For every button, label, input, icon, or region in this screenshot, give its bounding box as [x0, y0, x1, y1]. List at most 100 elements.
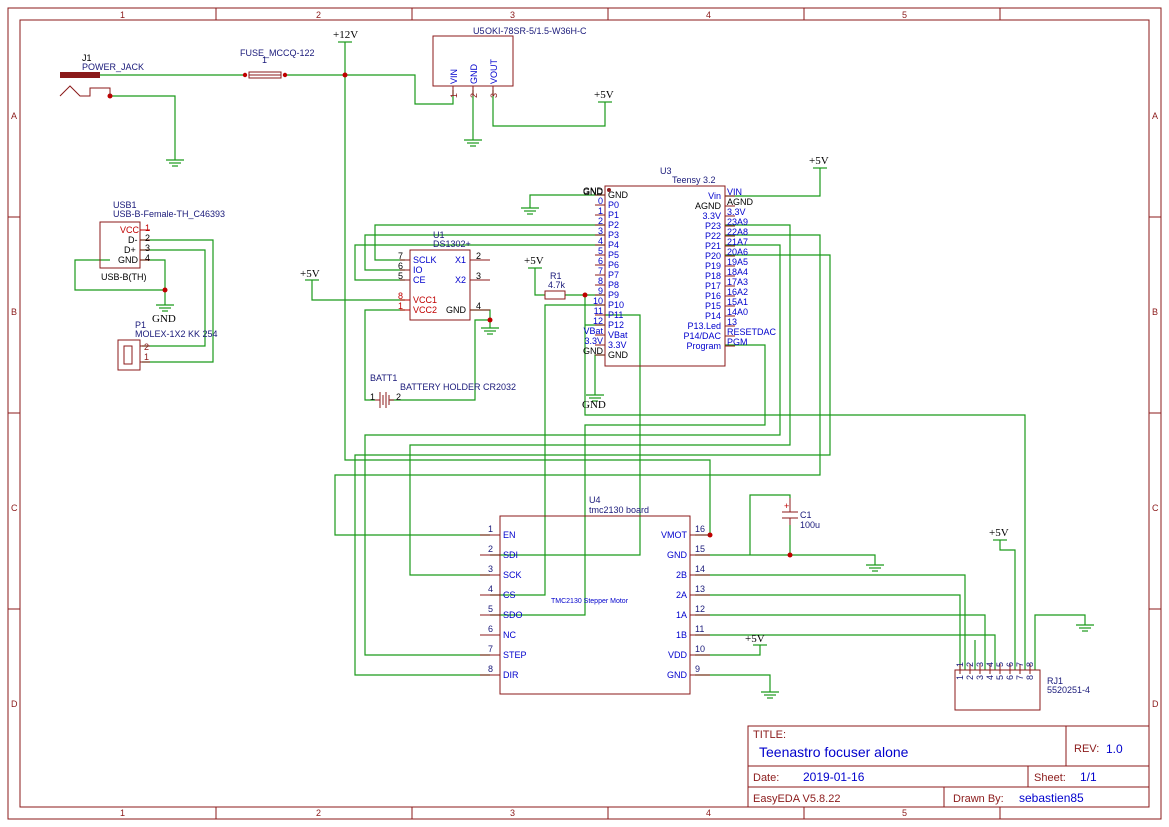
- teensy-pin-label: P13.Led: [687, 321, 721, 331]
- teensy-pin-label: 3.3V: [608, 340, 627, 350]
- teensy-pin-number: 12: [593, 316, 603, 326]
- u4-pin-label: SDO: [503, 610, 523, 620]
- teensy-pin-label: P0: [608, 200, 619, 210]
- usb-connector-usb1[interactable]: USB1 USB-B-Female-TH_C46393 VCC D- D+ GN…: [99, 200, 225, 282]
- stepper-driver-u4[interactable]: U4 tmc2130 board TMC2130 Stepper Motor E…: [480, 495, 710, 695]
- u1-pin-vcc1: VCC1: [413, 295, 437, 305]
- teensy-pin-number: 8: [598, 276, 603, 286]
- teensy-pin-label: P9: [608, 290, 619, 300]
- ground-icon: [586, 394, 604, 402]
- teensy-pin-number: 21A7: [727, 237, 748, 247]
- teensy-pin-number: 3.3V: [584, 336, 603, 346]
- rj1-pin-number: 5: [995, 662, 1005, 667]
- ground-icon: [1076, 624, 1094, 632]
- ground-icon: [521, 207, 539, 215]
- rj1-pin-number: 3: [975, 662, 985, 667]
- teensy-pin-number: 6: [598, 256, 603, 266]
- teensy-u3[interactable]: U3 Teensy 3.2 GNDGNDP00P11P22P33P44P55P6…: [583, 166, 777, 367]
- u4-pin-number: 9: [695, 664, 700, 674]
- usb1-pin-num: 4: [145, 253, 150, 263]
- date-value: 2019-01-16: [803, 770, 865, 784]
- teensy-pin-label: P10: [608, 300, 624, 310]
- sheet-value: 1/1: [1080, 770, 1097, 784]
- teensy-pin-number: GND: [583, 346, 604, 356]
- fuse-name: FUSE_MCCQ-122: [240, 48, 315, 58]
- u1-name: DS1302+: [433, 239, 471, 249]
- u5-pin-gnd: GND: [469, 64, 479, 85]
- u5-ref: U5: [473, 26, 485, 36]
- u4-pin-number: 5: [488, 604, 493, 614]
- capacitor-c1[interactable]: + C1 100u: [782, 498, 820, 530]
- row-label-right: C: [1152, 503, 1159, 513]
- u1-pin-sclk: SCLK: [413, 255, 437, 265]
- u1-pin-num: 4: [476, 301, 481, 311]
- u1-pin-num: 6: [398, 261, 403, 271]
- ground-icon: [761, 691, 779, 699]
- rj1-pin-number: 7: [1015, 675, 1025, 680]
- u1-ref: U1: [433, 230, 445, 240]
- u4-pin-label: NC: [503, 630, 516, 640]
- usb1-pin-dp: D+: [124, 245, 136, 255]
- teensy-pin-number: VBat: [583, 326, 603, 336]
- ground-icon: [464, 139, 482, 147]
- usb1-pin-num: 2: [145, 233, 150, 243]
- teensy-pin-label: VBat: [608, 330, 628, 340]
- rj1-pin-number: 8: [1025, 662, 1035, 667]
- teensy-pin-label: P19: [705, 261, 721, 271]
- col-label-bottom: 5: [902, 808, 907, 818]
- teensy-pin-label: P22: [705, 231, 721, 241]
- teensy-pin-label: P18: [705, 271, 721, 281]
- rj1-pin-number: 2: [965, 662, 975, 667]
- gnd-label: GND: [582, 399, 606, 411]
- u4-pin-group: EN1SDI2SCK3CS4SDO5NC6STEP7DIR8VMOT16GND1…: [480, 524, 710, 680]
- teensy-pin-label: P4: [608, 240, 619, 250]
- rev-label: REV:: [1074, 743, 1099, 755]
- u4-pin-label: DIR: [503, 670, 519, 680]
- rtc-chip-u1[interactable]: U1 DS1302+ SCLK IO CE VCC1 VCC2 7 6 5 8 …: [398, 230, 490, 321]
- u4-pin-number: 6: [488, 624, 493, 634]
- teensy-pin-number: 19A5: [727, 257, 748, 267]
- teensy-pin-number: 4: [598, 236, 603, 246]
- teensy-pin-number: AGND: [727, 197, 754, 207]
- rj1-pin-number: 3: [975, 675, 985, 680]
- resistor-r1[interactable]: R1 4.7k: [544, 271, 566, 300]
- fuse[interactable]: FUSE_MCCQ-122 1: [240, 48, 315, 79]
- teensy-pin-label: 3.3V: [702, 211, 721, 221]
- r1-ref: R1: [550, 271, 562, 281]
- teensy-pin-number: 3.3V: [727, 207, 746, 217]
- rj1-pin-number: 1: [955, 675, 965, 680]
- u4-pin-number: 4: [488, 584, 493, 594]
- teensy-pin-number: 20A6: [727, 247, 748, 257]
- battery-batt1[interactable]: BATT1 BATTERY HOLDER CR2032 1 2: [370, 373, 516, 408]
- teensy-pin-label: P23: [705, 221, 721, 231]
- u1-pin-num: 5: [398, 271, 403, 281]
- connector-p1[interactable]: P1 MOLEX-1X2 KK 254 2 1: [117, 320, 218, 371]
- teensy-pin-number: 23A9: [727, 217, 748, 227]
- date-label: Date:: [753, 772, 779, 784]
- u1-pin-x2: X2: [455, 275, 466, 285]
- teensy-pin-number: GND: [583, 186, 604, 196]
- teensy-pin-number: 11: [594, 306, 603, 316]
- regulator-u5[interactable]: U5 OKI-78SR-5/1.5-W36H-C VIN GND VOUT 1 …: [432, 26, 587, 98]
- c1-value: 100u: [800, 520, 820, 530]
- power-jack-j1[interactable]: J1 POWER_JACK: [59, 53, 144, 97]
- u1-pin-gnd: GND: [446, 305, 467, 315]
- u4-pin-number: 8: [488, 664, 493, 674]
- sheet-label: Sheet:: [1034, 772, 1066, 784]
- u1-pin-num: 7: [398, 251, 403, 261]
- u3-name: Teensy 3.2: [672, 175, 716, 185]
- rj1-pin-number: 4: [985, 675, 995, 680]
- rj1-ref: RJ1: [1047, 676, 1063, 686]
- fuse-pin: 1: [262, 55, 267, 65]
- teensy-pin-label: P12: [608, 320, 624, 330]
- u4-pin-label: GND: [667, 670, 688, 680]
- teensy-pin-label: P21: [705, 241, 721, 251]
- ground-icon: [481, 327, 499, 335]
- teensy-pin-label: P20: [705, 251, 721, 261]
- teensy-pin-number: 9: [598, 286, 603, 296]
- u5-pin-vin: VIN: [449, 69, 459, 84]
- batt1-name: BATTERY HOLDER CR2032: [400, 382, 516, 392]
- u4-pin-label: CS: [503, 590, 516, 600]
- teensy-pin-number: RESETDAC: [727, 327, 777, 337]
